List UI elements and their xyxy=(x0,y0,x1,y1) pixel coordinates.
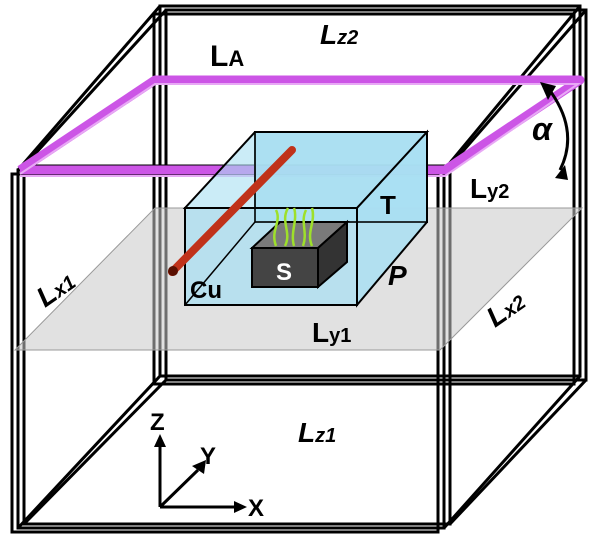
label-t: T xyxy=(380,190,396,220)
alpha-arrowhead-top xyxy=(540,82,556,100)
label-ly1: Ly1 xyxy=(312,317,351,348)
label-la: LA xyxy=(210,40,244,73)
label-lz2: Lz2 xyxy=(320,19,358,50)
copper-rod-end xyxy=(168,266,178,276)
label-alpha: α xyxy=(532,111,553,147)
axis-y-arrowhead xyxy=(192,460,206,474)
label-lz1: Lz1 xyxy=(298,417,336,448)
label-cu: Cu xyxy=(190,277,222,304)
axis-label-y: Y xyxy=(200,443,216,470)
coordinate-axes xyxy=(158,445,236,509)
copper-rod xyxy=(168,146,296,276)
axis-label-x: X xyxy=(248,495,264,522)
green-fibers xyxy=(273,207,315,247)
alpha-arrowhead-bottom xyxy=(555,165,568,180)
sample-block xyxy=(249,219,350,290)
axis-z-arrowhead xyxy=(154,434,166,447)
label-s: S xyxy=(276,259,292,286)
axis-x-arrowhead xyxy=(234,501,247,513)
label-p: P xyxy=(388,260,407,291)
label-ly2: Ly2 xyxy=(470,173,509,204)
axis-label-z: Z xyxy=(150,409,165,436)
alpha-arc-arrow xyxy=(546,87,570,171)
